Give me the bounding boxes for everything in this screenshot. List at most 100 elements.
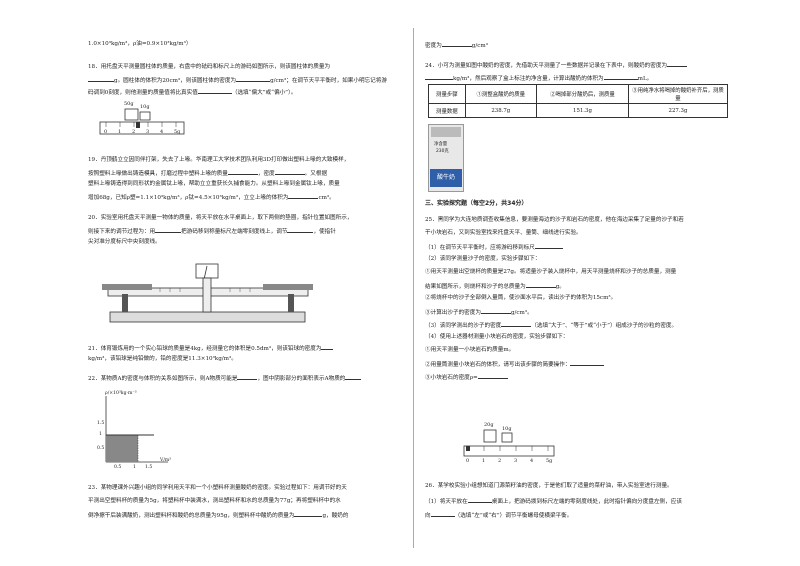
answer-blank[interactable]	[197, 87, 232, 94]
q22-density-graph	[105, 396, 168, 463]
q26-line2: （1）将天平放在桌面上，把游码拨到标尺左端的零刻度线处，此时指针偏向分度盘左侧，…	[425, 496, 682, 506]
text: 21．体育锻炼用的一个实心铅球的质量是4kg，经测量它的体积是0.5dm³，则该…	[88, 346, 322, 352]
balance-column	[202, 277, 212, 313]
q24-data-table: 测量步骤 ①测整盒酸奶的质量 ②喝掉部分酸奶后，测质量 ③用纯净水将喝掉的酸奶补…	[428, 84, 728, 118]
tick-label: 2	[132, 129, 136, 135]
answer-blank[interactable]	[441, 40, 472, 47]
carton-net-label: 净含量	[434, 142, 448, 147]
x-tick: 0.5	[114, 465, 122, 470]
text: 24．小可为测量如图中酸奶的密度，先借助天平测量了一些数据并记录在下表中，则酸奶…	[425, 63, 668, 69]
answer-blank[interactable]	[288, 192, 319, 199]
tick-label: 1	[482, 458, 486, 464]
tick-label: 1	[118, 129, 122, 135]
weight-20g	[483, 429, 497, 443]
x-axis-label: V/m³	[160, 458, 172, 463]
table-cell: 238.7g	[464, 103, 537, 118]
text: kg/m³，然后观察了盒上标注的净含量，计算出酸奶的体积为	[453, 76, 604, 82]
q19-line2: 按照塑料上喙做出铸造模具，打磨过程中塑料上喙的质量，密度。又根据	[88, 168, 327, 178]
answer-blank[interactable]	[236, 75, 271, 82]
answer-blank[interactable]	[430, 510, 455, 517]
text: （1）在调节天平平衡时，应将游码移到标尺	[425, 245, 535, 251]
balance-base	[109, 311, 306, 323]
answer-blank[interactable]	[88, 75, 114, 82]
q24-line2: kg/m³，然后观察了盒上标注的净含量，计算出酸奶的体积为 mL。	[425, 73, 652, 83]
text: ②用量筒测量小块岩石的体积，请写出该步骤的简要操作：	[425, 362, 571, 368]
text: g/cm³	[471, 43, 488, 49]
weight-10g	[139, 111, 151, 121]
answer-blank[interactable]	[321, 343, 334, 350]
weight-50g	[124, 108, 139, 121]
text: （1）将天平放在	[425, 499, 468, 505]
q26-line3: 向 （选填“左”或“右”）调节平衡螺母使横梁平衡。	[425, 510, 572, 520]
text: g，酸奶的	[322, 513, 349, 519]
text: 。又根据	[304, 171, 328, 177]
carton-top	[431, 127, 461, 137]
q23-line1: 23．某物理课外兴趣小组的同学利用天平和一个小塑料杯测量酸奶的密度。实验过程如下…	[88, 485, 347, 491]
tick-label: 2	[498, 458, 502, 464]
rider-scale	[463, 445, 555, 457]
q22-line1: 22．某物质A的密度与体积的关系如图所示，则A物质可能是，图中阴影部分的面积表示…	[88, 373, 362, 383]
q20-line3: 尖对准分度标尺中央刻度线。	[88, 239, 161, 245]
answer-blank[interactable]	[467, 496, 492, 503]
text: ③计算出沙子的密度为	[425, 310, 481, 316]
table-cell: 测量数据	[428, 103, 466, 118]
q23-line2: 平测出空塑料杯的质量为5g，将塑料杯中装满水，测出塑料杯和水的总质量为77g；再…	[88, 498, 341, 504]
text: 向	[425, 513, 431, 519]
text: （选填“左”或“右”）调节平衡螺母使横梁平衡。	[454, 513, 573, 519]
answer-blank[interactable]	[570, 359, 605, 366]
carton-brand-label: 酸牛奶	[430, 169, 462, 187]
answer-blank[interactable]	[534, 242, 563, 249]
text: ，密度	[257, 171, 275, 177]
x-tick: 1	[133, 465, 136, 470]
tick-label: 5g	[174, 129, 181, 135]
text: 则接下来的调节过程为：用	[88, 229, 156, 235]
q20-line2: 则接下来的调节过程为：用把游码移到称量标尺左端零刻度线上，调节，使指针	[88, 226, 336, 236]
text: g。	[555, 284, 565, 290]
answer-blank[interactable]	[345, 373, 362, 380]
q19-line1: 19．丹顶鹤立立因同伴打架，失去了上喙。华南理工大学技术团队利用3D打印做出塑料…	[88, 157, 350, 163]
tick-label: 0	[104, 129, 108, 135]
answer-blank[interactable]	[237, 373, 258, 380]
shaded-area	[106, 435, 138, 462]
pan-support-left	[122, 294, 128, 312]
answer-blank[interactable]	[294, 510, 323, 517]
answer-blank[interactable]	[274, 168, 305, 175]
text: cm³。	[318, 195, 335, 201]
text: （选填“大于”、“等于”或“小于”）组成沙子的沙粒的密度。	[531, 323, 678, 329]
answer-blank[interactable]	[667, 60, 688, 67]
rider	[136, 122, 140, 128]
section-title: 三、实验探究题（每空2分，共34分）	[425, 200, 528, 207]
text: 密度为	[425, 43, 442, 49]
tick-label: 5g	[546, 458, 553, 464]
q25-scale-figure	[463, 429, 555, 457]
text: 倒净擦干后装满酸奶，测出塑料杯和酸奶的总质量为95g，则塑料杯中酸奶的质量为	[88, 513, 295, 519]
carton-net-value: 230克	[436, 149, 449, 154]
answer-blank[interactable]	[603, 73, 638, 80]
weight-10g	[501, 432, 513, 443]
q25-line8: ③计算出沙子的密度为 g/cm³。	[425, 307, 533, 317]
answer-blank[interactable]	[425, 73, 453, 80]
text: mL。	[637, 76, 653, 82]
q25-line3: （1）在调节天平平衡时，应将游码移到标尺	[425, 242, 563, 252]
answer-blank[interactable]	[287, 226, 314, 233]
text: 22．某物质A的密度与体积的关系如图所示，则A物质可能是	[88, 376, 238, 382]
q18-scale-figure	[99, 108, 185, 135]
q25-line1: 25．黑同学为大连地质调查收集信息，要测量海边的沙子和岩石的密度，他在海边采集了…	[425, 217, 684, 223]
answer-blank[interactable]	[501, 320, 532, 327]
answer-blank[interactable]	[480, 307, 511, 314]
y-tick: 0.5	[97, 446, 105, 451]
tick-label: 4	[530, 458, 534, 464]
text: g/cm³。	[510, 310, 533, 316]
answer-blank[interactable]	[155, 226, 182, 233]
pan-support-right	[288, 294, 294, 312]
q26-line1: 26．某学校实验小组想知道门源菜籽油的密度，于是他们取了适量的菜籽油，带入实验室…	[425, 483, 673, 489]
table-cell: 227.3g	[628, 103, 728, 118]
table-row: 测量数据 238.7g 151.3g 227.3g	[428, 103, 728, 118]
answer-blank[interactable]	[477, 372, 508, 379]
weight-label-20g: 20g	[484, 422, 494, 428]
answer-blank[interactable]	[525, 281, 556, 288]
q25-line4: （2）该同学测量沙子的密度，实验步骤如下：	[425, 256, 541, 262]
answer-blank[interactable]	[227, 168, 258, 175]
text: ③小块岩石的密度ρ=	[425, 375, 478, 381]
